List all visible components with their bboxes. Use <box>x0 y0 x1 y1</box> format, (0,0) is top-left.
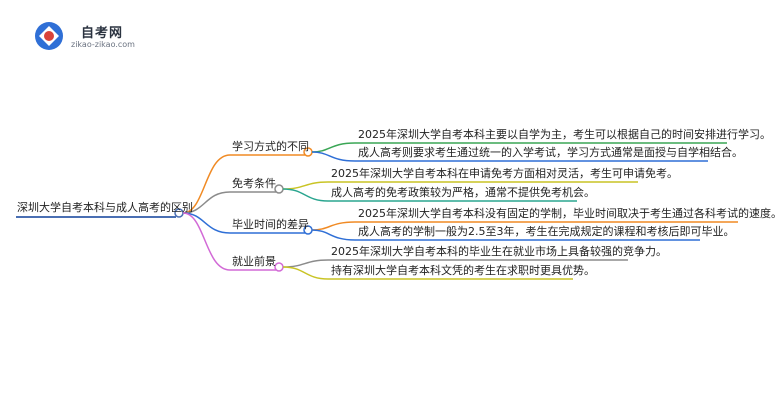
leaf-connector-4-1 <box>282 259 329 268</box>
leaf-connector-1-1 <box>311 142 356 153</box>
logo-title: 自考网 <box>81 26 124 41</box>
leaf-label-3-1: 2025年深圳大学自考本科没有固定的学制，毕业时间取决于考生通过各科考试的速度。 <box>358 207 782 220</box>
mindmap-root-label: 深圳大学自考本科与成人高考的区别 <box>17 201 193 214</box>
leaf-label-4-1: 2025年深圳大学自考本科的毕业生在就业市场上具备较强的竞争力。 <box>331 245 667 258</box>
branch-connector-exemption <box>182 191 231 214</box>
branch-label-graduation: 毕业时间的差异 <box>232 218 309 231</box>
mindmap-canvas <box>16 142 738 280</box>
branch-node-dot-exemption <box>274 184 284 194</box>
branch-label-exemption: 免考条件 <box>232 177 276 190</box>
leaf-label-2-2: 成人高考的免考政策较为严格，通常不提供免考机会。 <box>331 186 595 199</box>
leaf-connector-2-2 <box>282 188 329 202</box>
branch-connector-employment <box>182 212 231 271</box>
branch-label-study-mode: 学习方式的不同 <box>232 140 309 153</box>
leaf-connector-2-1 <box>282 181 329 190</box>
leaf-label-4-2: 持有深圳大学自考本科文凭的考生在求职时更具优势。 <box>331 264 595 277</box>
logo-mark-icon <box>35 22 63 50</box>
branch-node-dot-employment <box>274 262 284 272</box>
branch-label-employment: 就业前景 <box>232 255 276 268</box>
branch-connector-study-mode <box>182 154 231 214</box>
site-logo[interactable]: 自考网 zikao-zikao.com <box>31 18 151 54</box>
leaf-connector-3-1 <box>311 221 356 231</box>
leaf-label-3-2: 成人高考的学制一般为2.5至3年，考生在完成规定的课程和考核后即可毕业。 <box>358 225 735 238</box>
leaf-connector-1-2 <box>311 151 356 162</box>
leaf-connector-3-2 <box>311 229 356 241</box>
logo-subtitle: zikao-zikao.com <box>71 40 135 49</box>
leaf-label-2-1: 2025年深圳大学自考本科在申请免考方面相对灵活，考生可申请免考。 <box>331 167 678 180</box>
leaf-label-1-1: 2025年深圳大学自考本科主要以自学为主，考生可以根据自己的时间安排进行学习。 <box>358 128 771 141</box>
leaf-connector-4-2 <box>282 266 329 280</box>
leaf-label-1-2: 成人高考则要求考生通过统一的入学考试，学习方式通常是面授与自学相结合。 <box>358 146 743 159</box>
